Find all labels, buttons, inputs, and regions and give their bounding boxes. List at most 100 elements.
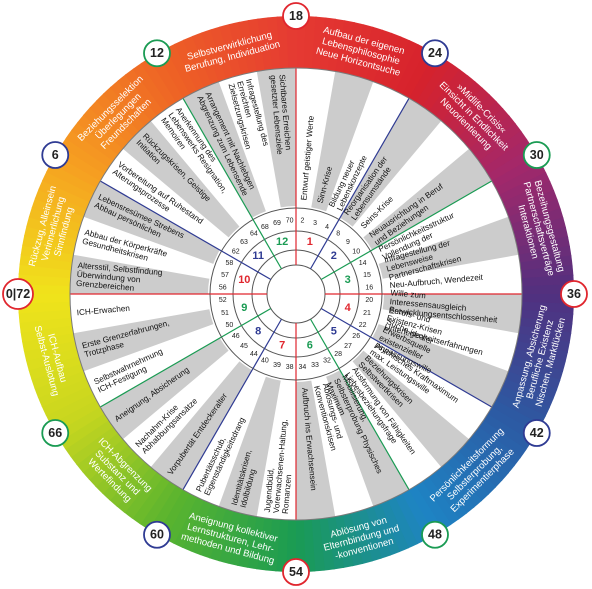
age-marker <box>143 39 171 68</box>
cycle-number: 9 <box>241 302 247 314</box>
hub-divider <box>252 318 283 369</box>
spoke-band <box>326 370 409 507</box>
spoke-band <box>218 376 281 517</box>
spoke-band <box>122 120 240 238</box>
year-tick: 33 <box>311 362 319 369</box>
year-tick: 44 <box>250 351 258 358</box>
age-label: 42 <box>530 426 544 440</box>
year-tick: 8 <box>336 231 340 238</box>
spoke-band <box>382 294 522 334</box>
year-tick: 56 <box>219 284 227 291</box>
year-tick: 45 <box>240 343 248 350</box>
year-tick: 57 <box>221 272 229 279</box>
spoke-band <box>83 181 220 264</box>
center-hub <box>266 264 326 324</box>
year-tick: 3 <box>313 220 317 227</box>
age-marker <box>522 141 551 169</box>
spoke-band <box>311 71 374 212</box>
year-tick: 32 <box>323 357 331 364</box>
hub-divider <box>309 318 340 369</box>
spoke-band <box>70 254 210 294</box>
age-marker <box>2 278 34 310</box>
age-label: 60 <box>150 528 164 542</box>
cycle-number: 11 <box>252 250 264 262</box>
spoke-band <box>340 98 442 227</box>
spoke-label-line: Wille zum <box>390 288 426 300</box>
spoke-band <box>296 380 336 520</box>
age-label: 0|72 <box>6 287 30 301</box>
year-tick: 28 <box>334 351 342 358</box>
hub-divider <box>252 219 283 270</box>
year-tick: 21 <box>363 310 371 317</box>
year-tick: 50 <box>225 322 233 329</box>
year-tick: 46 <box>232 333 240 340</box>
hub-divider <box>320 307 371 338</box>
year-tick: 27 <box>344 343 352 350</box>
year-tick: 63 <box>240 239 248 246</box>
age-label: 30 <box>530 148 544 162</box>
year-tick: 34 <box>299 364 307 371</box>
cycle-number: 2 <box>331 250 337 262</box>
spoke-band <box>352 350 470 468</box>
year-tick: 70 <box>286 218 294 225</box>
age-label: 18 <box>289 9 303 23</box>
year-tick: 15 <box>363 272 371 279</box>
spoke-band <box>363 148 492 250</box>
year-tick: 9 <box>346 239 350 246</box>
spoke-label-line: Romanzen <box>281 474 293 515</box>
age-label: 24 <box>428 46 442 60</box>
year-tick: 10 <box>352 249 360 256</box>
phase-spokes <box>70 68 522 520</box>
cycle-number: 4 <box>345 302 352 314</box>
cycle-number: 7 <box>279 340 285 352</box>
spoke-band <box>183 81 266 218</box>
cycle-number: 1 <box>307 236 313 248</box>
age-label: 36 <box>567 287 581 301</box>
age-label: 66 <box>48 426 62 440</box>
age-label: 54 <box>289 565 303 579</box>
hub-divider <box>221 250 272 281</box>
year-tick: 38 <box>286 364 294 371</box>
spoke-band <box>378 216 519 279</box>
spoke-label-line: Jugendbüld, <box>263 468 276 513</box>
age-marker <box>522 419 551 447</box>
age-marker <box>560 280 588 308</box>
age-marker <box>143 520 171 549</box>
cycle-number: 8 <box>255 326 261 338</box>
age-marker <box>41 419 70 447</box>
year-tick: 64 <box>250 231 258 238</box>
year-tick: 20 <box>365 297 373 304</box>
year-tick: 4 <box>325 224 329 231</box>
year-tick: 22 <box>359 322 367 329</box>
hub-divider <box>320 250 371 281</box>
age-label: 6 <box>52 148 59 162</box>
cycle-number: 3 <box>345 274 351 286</box>
year-tick: 62 <box>232 249 240 256</box>
year-tick: 58 <box>225 260 233 267</box>
spoke-band <box>150 361 252 490</box>
year-tick: 52 <box>219 297 227 304</box>
spoke-band <box>372 324 509 407</box>
hub-divider <box>221 307 272 338</box>
spoke-band <box>73 309 214 372</box>
age-label: 48 <box>428 528 442 542</box>
age-marker <box>421 520 449 549</box>
age-marker <box>421 39 449 68</box>
ring-edge <box>69 67 523 521</box>
year-tick: 2 <box>300 218 304 225</box>
outer-ring <box>17 16 575 572</box>
cycle-number: 6 <box>307 340 313 352</box>
year-tick: 69 <box>273 220 281 227</box>
cycle-number: 12 <box>276 236 288 248</box>
year-tick: 14 <box>359 260 367 267</box>
hub-divider <box>309 219 340 270</box>
age-marker <box>282 2 310 30</box>
year-tick: 39 <box>273 362 281 369</box>
year-tick: 51 <box>221 310 229 317</box>
year-tick: 26 <box>352 333 360 340</box>
spoke-band <box>100 338 229 440</box>
age-marker <box>41 141 70 169</box>
